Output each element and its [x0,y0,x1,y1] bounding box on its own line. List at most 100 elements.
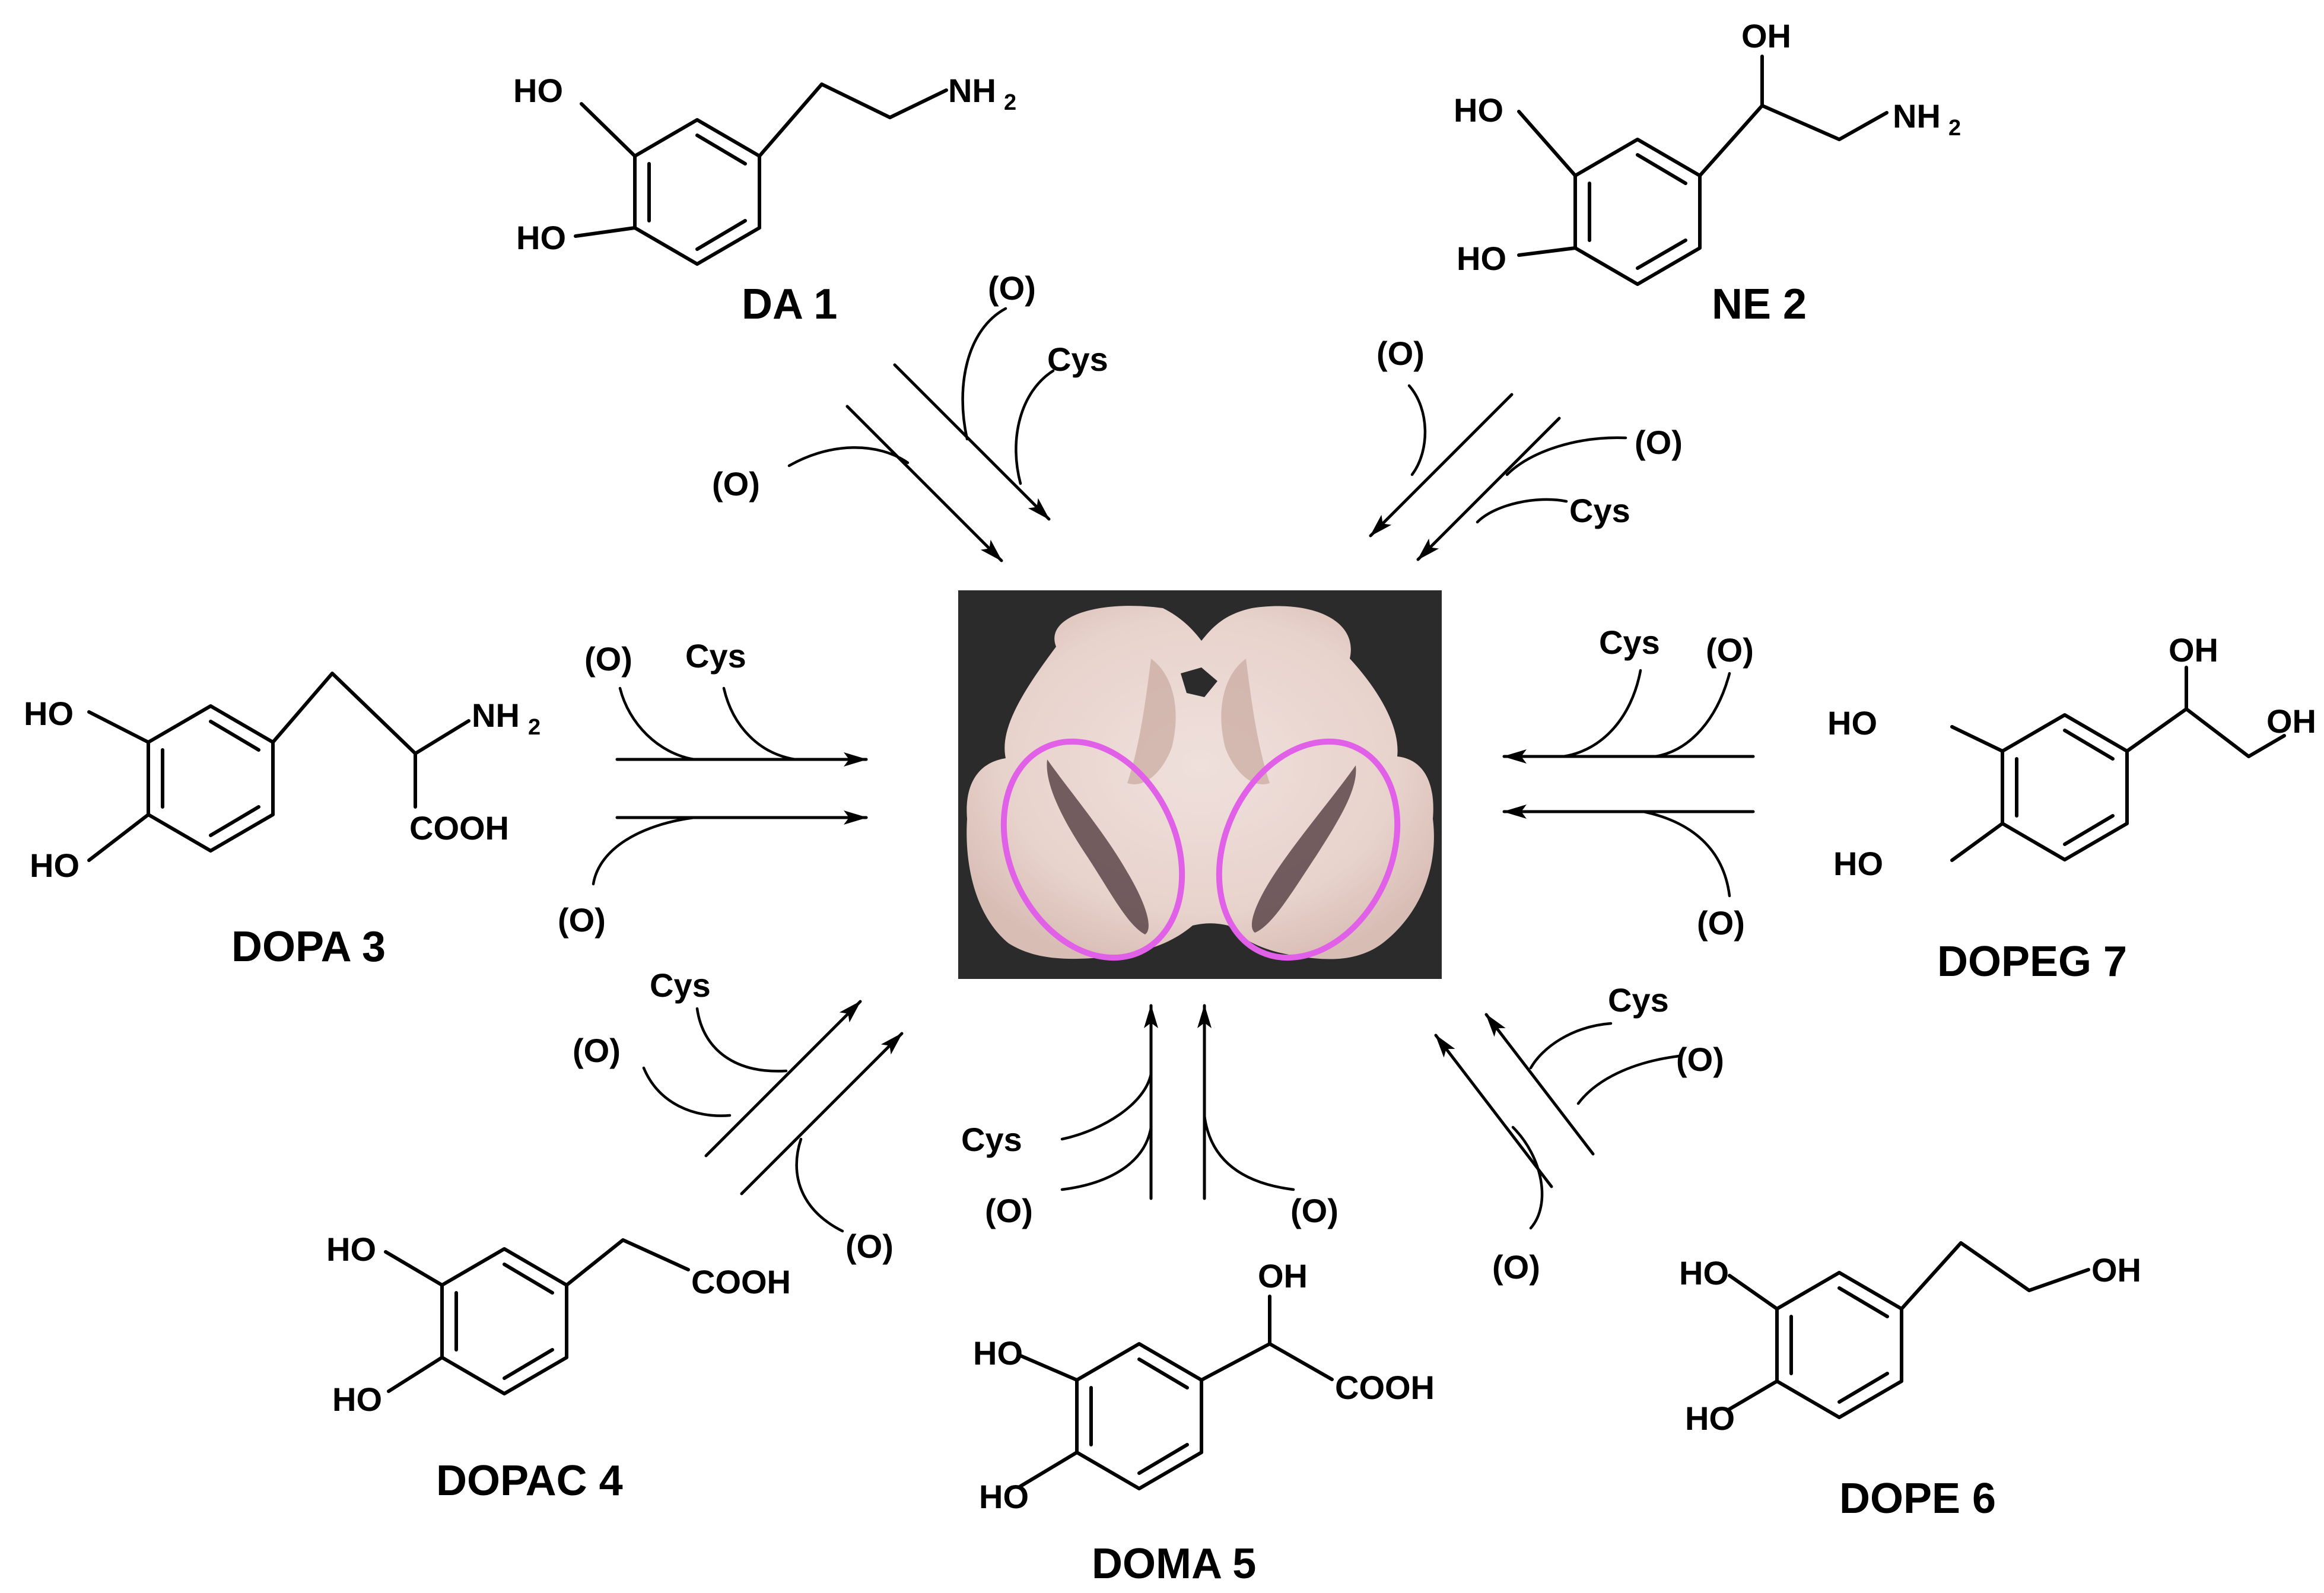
dopeg-oxidant-label: (O) [1706,631,1754,669]
doma-oxidant-label: (O) [985,1192,1033,1229]
cysteine-curve [1060,1072,1153,1141]
da-label: DA 1 [742,281,837,328]
oxidation-curve [1642,810,1731,898]
compound-doma: HO HO OH COOH DOMA 5 [973,1257,1435,1588]
dopa-cysteine-label: Cys [685,637,746,675]
dopa-acid: COOH [409,809,509,847]
dope-oxidant-label: (O) [1676,1041,1724,1078]
reaction-arrow [740,1032,904,1195]
oxidation-curve [795,1137,844,1233]
da-cysteine-label: Cys [1047,341,1108,378]
substantia-nigra-left [1047,759,1149,934]
compound-dopac: HO HO COOH DOPAC 4 [326,1230,791,1505]
oxidation-curve [1511,1125,1544,1230]
dopa-oxidant-label: (O) [584,640,632,678]
ne-oxidant-label: (O) [1635,424,1683,461]
dopeg-cysteine-label: Cys [1599,624,1660,661]
reaction-dopac: Cys (O) (O) [573,966,904,1265]
oxidation-curve [961,307,1007,441]
cysteine-curve [1529,1022,1613,1070]
tissue-section [967,606,1434,959]
reaction-dopeg: Cys (O) (O) [1502,624,1755,942]
reaction-arrow [893,363,1051,521]
reaction-ne: (O) (O) Cys [1369,335,1683,561]
dopac-oxidant-label: (O) [845,1228,894,1265]
ventricle-hole [1181,667,1217,697]
compound-da: HO HO NH 2 DA 1 [513,72,1016,328]
reaction-dopa: (O) Cys (O) [558,637,868,939]
dopa-label: DOPA 3 [231,923,386,971]
reaction-dope: Cys (O) (O) [1434,981,1724,1286]
oxidation-curve [618,686,696,761]
dopac-label: DOPAC 4 [436,1457,623,1505]
da-oxidant-label: (O) [988,269,1036,307]
oxidation-curve [1060,1125,1153,1191]
cysteine-curve [1562,669,1642,758]
compound-dopa: HO HO NH 2 COOH DOPA 3 [24,672,541,971]
ne-side-oh: OH [1741,17,1791,55]
dopa-oxidant-label: (O) [558,901,606,939]
da-amine: NH [948,72,996,109]
reaction-arrow [1369,393,1514,538]
oxidation-curve [1407,384,1427,476]
dopeg-oxidant-label: (O) [1697,904,1745,942]
substantia-nigra-right [1251,765,1356,933]
tissue-shadow [1127,659,1176,784]
doma-label: DOMA 5 [1092,1540,1256,1588]
dope-oh-top: HO [1679,1254,1729,1292]
dope-side-oh: OH [2091,1251,2141,1289]
compound-ne: HO HO OH NH 2 NE 2 [1454,17,1961,328]
dopa-oh-bottom: HO [30,847,80,884]
dopac-acid: COOH [691,1263,791,1301]
dopa-amine-subscript: 2 [528,715,541,740]
dopeg-end-oh: OH [2266,702,2316,740]
reaction-arrow [704,1000,862,1158]
ne-cysteine-label: Cys [1569,492,1630,529]
da-oh-top: HO [513,72,563,109]
oxidation-curve [787,446,910,468]
reaction-arrow [1434,1034,1553,1188]
ne-oxidant-label: (O) [1376,335,1425,372]
doma-side-oh: OH [1258,1257,1308,1295]
ne-label: NE 2 [1712,281,1807,328]
dope-oxidant-label: (O) [1492,1248,1540,1286]
cysteine-curve [1476,498,1568,524]
dopeg-oh-top: HO [1827,704,1877,742]
dope-cysteine-label: Cys [1608,981,1669,1019]
reaction-arrow [845,405,1003,562]
dopac-oh-bottom: HO [332,1381,382,1418]
brain-section-photo [958,590,1442,979]
oxidation-curve [1505,436,1627,476]
ne-amine: NH [1893,97,1941,135]
dopeg-oh-bottom: HO [1833,845,1883,882]
reaction-arrow [1484,1013,1595,1156]
da-oh-bottom: HO [516,219,566,256]
cysteine-curve [695,1007,788,1073]
oxidation-curve [1203,1114,1295,1191]
reaction-doma: Cys (O) (O) [961,1004,1339,1229]
dope-label: DOPE 6 [1839,1475,1996,1522]
oxidation-curve [592,816,696,886]
oxidation-curve [1576,1054,1681,1105]
highlight-ellipse-right [1216,738,1401,961]
reaction-arrow [1416,416,1561,561]
doma-cysteine-label: Cys [961,1121,1022,1158]
dopa-oh-top: HO [24,695,74,732]
reaction-da: (O) (O) Cys [712,269,1108,562]
doma-oh-bottom: HO [979,1478,1029,1515]
compound-dope: HO HO OH DOPE 6 [1679,1241,2141,1522]
tissue-shadow [1221,659,1270,784]
doma-oh-top: HO [973,1334,1023,1372]
doma-acid: COOH [1335,1369,1435,1406]
ne-amine-subscript: 2 [1948,116,1961,141]
dopac-cysteine-label: Cys [650,966,711,1004]
ne-oh-top: HO [1454,91,1503,129]
highlight-ellipse-left [1000,738,1185,961]
dope-oh-bottom: HO [1685,1400,1735,1437]
dopac-oxidant-label: (O) [573,1032,621,1069]
oxidation-curve [1654,672,1731,758]
dopa-amine: NH [472,697,520,734]
dopeg-label: DOPEG 7 [1937,938,2127,985]
oxidation-curve [642,1066,732,1117]
